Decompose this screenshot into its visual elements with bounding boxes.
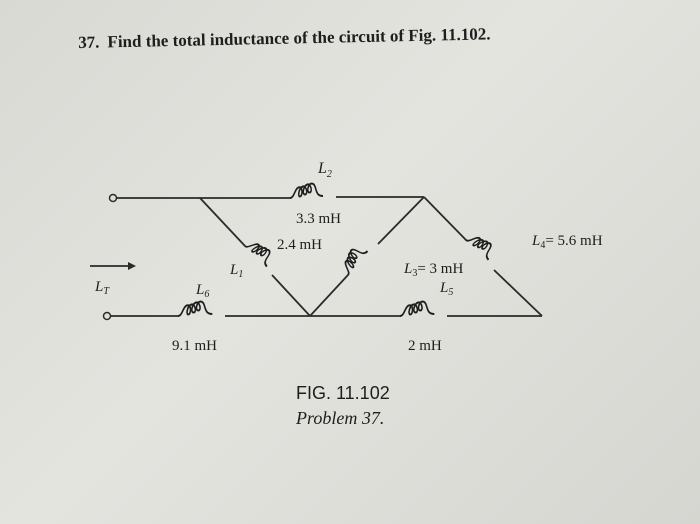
terminal-bottom xyxy=(102,311,112,321)
wire-l4-lower xyxy=(493,269,543,317)
inductor-l5-coil xyxy=(399,300,436,317)
l6-label: L6 xyxy=(195,282,209,300)
figure-caption: FIG. 11.102 Problem 37. xyxy=(296,383,390,429)
l1-label: L1 xyxy=(229,262,243,280)
problem-reference: Problem 37. xyxy=(296,408,385,428)
total-inductance-label: LT xyxy=(94,279,110,297)
l2-value: 3.3 mH xyxy=(296,211,341,227)
inductor-l4-coil xyxy=(465,228,499,263)
inductor-l6-coil xyxy=(177,300,214,317)
inductor-l2-coil xyxy=(289,182,324,199)
wire-l1-lower xyxy=(271,274,311,317)
figure-number: FIG. 11.102 xyxy=(296,383,390,403)
inductor-l1-coil xyxy=(244,235,277,269)
l2-label: L2 xyxy=(317,160,332,180)
l5-label: L5 xyxy=(439,280,453,298)
wire-l4-upper xyxy=(423,196,467,241)
wire-l3-lower xyxy=(309,274,349,317)
arrow-head xyxy=(128,262,136,270)
wire-l3-upper xyxy=(377,196,425,245)
inductor-l3-coil xyxy=(336,241,370,276)
wire-l1-upper xyxy=(199,197,246,247)
l3-label: L3= 3 mH xyxy=(403,261,463,279)
l4-label: L4= 5.6 mH xyxy=(531,233,603,251)
terminal-top xyxy=(108,193,118,203)
l1-value: 2.4 mH xyxy=(277,237,322,253)
l6-value: 9.1 mH xyxy=(172,338,217,354)
l5-value: 2 mH xyxy=(408,338,442,354)
